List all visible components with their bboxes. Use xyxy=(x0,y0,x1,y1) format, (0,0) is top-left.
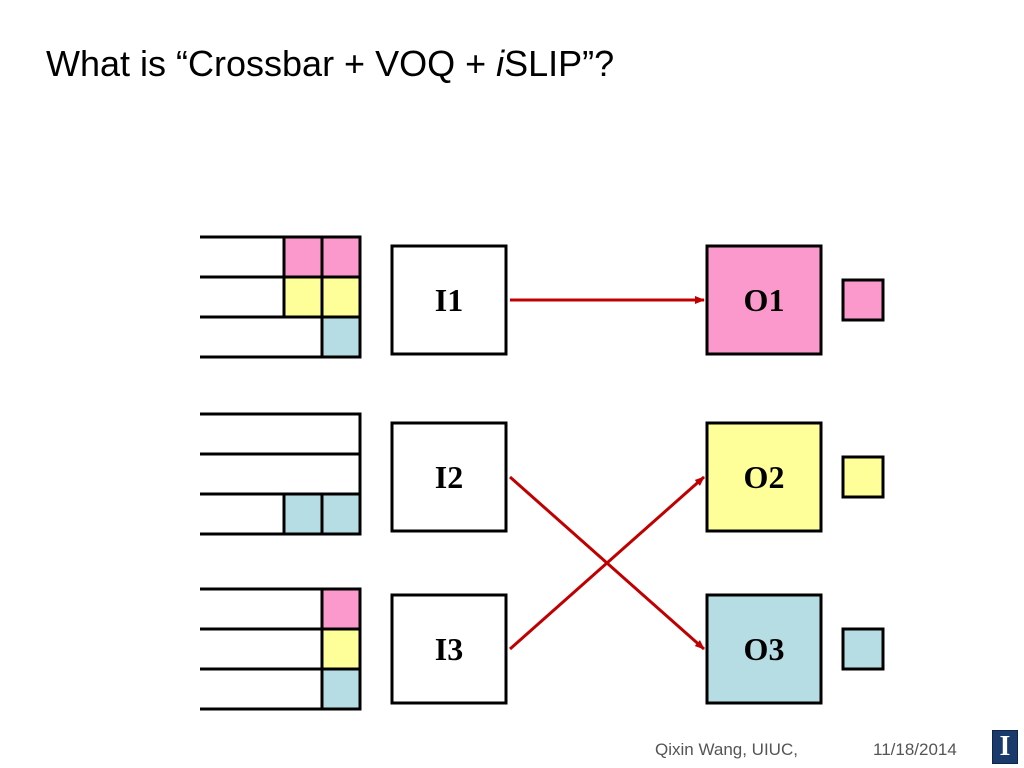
title-italic: i xyxy=(496,43,505,84)
footer-author: Qixin Wang, UIUC, xyxy=(655,740,798,759)
input-port-label: I2 xyxy=(435,459,463,495)
output-port-label: O2 xyxy=(744,459,785,495)
voq-queues xyxy=(200,235,362,711)
voq-packet xyxy=(320,275,362,319)
input-port-label: I1 xyxy=(435,282,463,318)
voq-packet xyxy=(320,587,362,631)
voq-packet xyxy=(282,275,324,319)
title-prefix: What is “Crossbar + VOQ + xyxy=(46,43,497,84)
slide-title: What is “Crossbar + VOQ + iSLIP”? xyxy=(46,46,614,82)
connection-i3-o2 xyxy=(509,475,705,651)
university-logo: I xyxy=(992,730,1018,764)
output-port-o3 xyxy=(705,593,823,705)
input-port-i3 xyxy=(390,593,508,705)
voq-packet xyxy=(320,235,362,279)
voq-packet xyxy=(320,315,362,359)
voq-packet xyxy=(320,667,362,711)
footer-date: 11/18/2014 xyxy=(873,740,957,759)
output-port-o2 xyxy=(705,421,823,533)
voq-packet xyxy=(320,627,362,671)
delivered-packet xyxy=(841,627,885,671)
output-port-o1 xyxy=(705,244,823,356)
delivered-packet xyxy=(841,278,885,322)
delivered-packet xyxy=(841,455,885,499)
logo-letter: I xyxy=(999,731,1011,762)
input-port-i1 xyxy=(390,244,508,356)
output-port-label: O3 xyxy=(744,631,785,667)
crossbar-connections xyxy=(509,296,705,651)
voq-packet xyxy=(282,235,324,279)
title-suffix: SLIP”? xyxy=(504,43,615,84)
input-port-label: I3 xyxy=(435,631,463,667)
output-port-label: O1 xyxy=(744,282,785,318)
output-packets xyxy=(841,278,885,671)
input-port-i2 xyxy=(390,421,508,533)
voq-packet xyxy=(320,492,362,536)
voq-packet xyxy=(282,492,324,536)
